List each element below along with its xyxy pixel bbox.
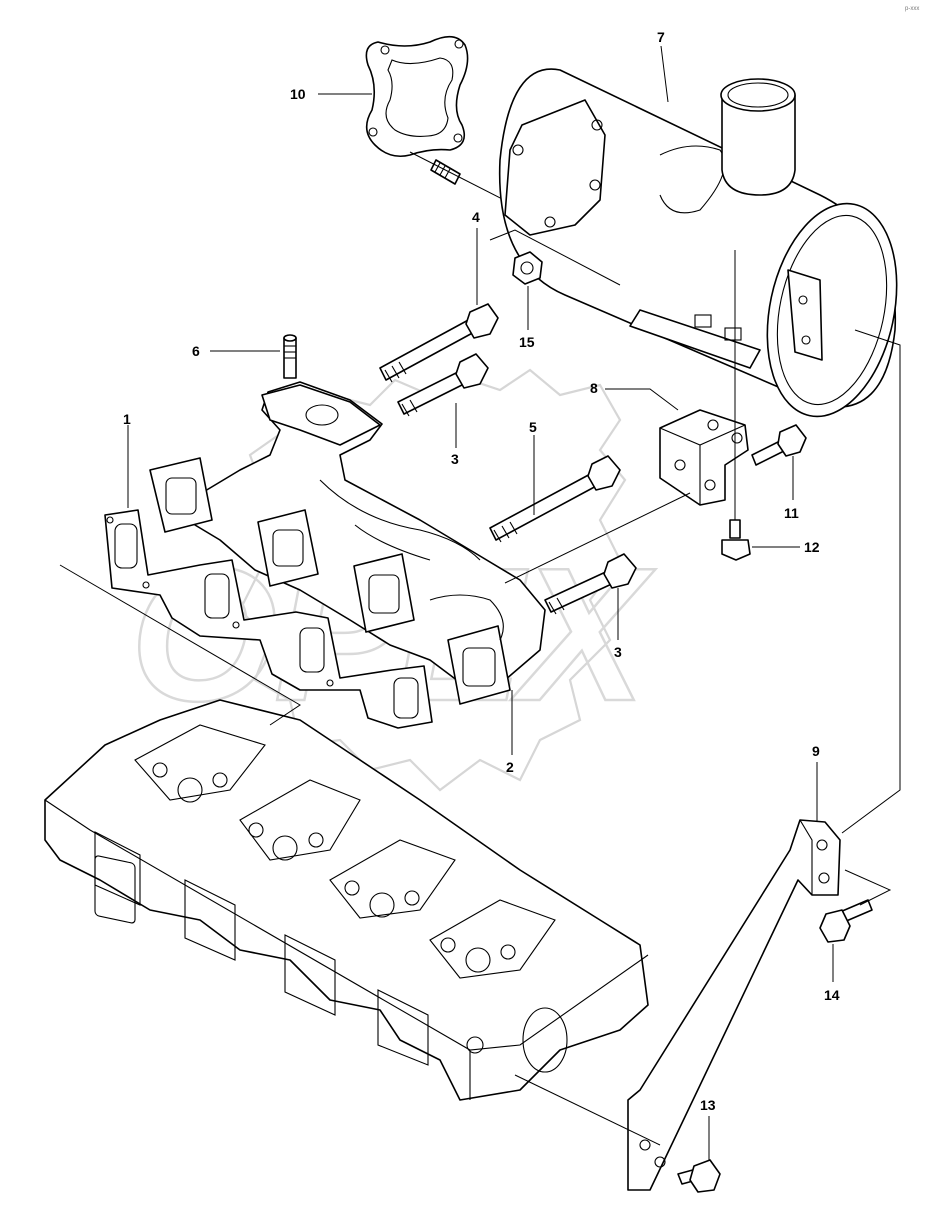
part-9-stay <box>627 819 841 1191</box>
callout-1: 1 <box>123 411 131 427</box>
callout-4: 4 <box>472 209 480 225</box>
callout-2: 2 <box>506 759 514 775</box>
part-15-nut <box>512 251 543 285</box>
callout-14: 14 <box>824 987 840 1003</box>
callout-6: 6 <box>192 343 200 359</box>
part-7-muffler <box>498 68 898 418</box>
callout-9: 9 <box>812 743 820 759</box>
part-3-bolt-upper <box>397 353 489 417</box>
callout-5: 5 <box>529 419 537 435</box>
part-1-gasket <box>104 509 433 729</box>
callout-8: 8 <box>590 380 598 396</box>
callout-13: 13 <box>700 1097 716 1113</box>
part-12-bolt <box>721 519 751 561</box>
callout-12: 12 <box>804 539 820 555</box>
stud-bolt <box>430 159 461 185</box>
part-14-bolt <box>819 899 873 943</box>
part-8-bracket <box>659 409 749 506</box>
leader-lines <box>127 45 834 1160</box>
callout-labels: 1 2 3 3 4 5 6 7 8 9 10 11 12 13 14 15 <box>123 29 840 1113</box>
callout-10: 10 <box>290 86 306 102</box>
part-6-stud <box>283 334 297 379</box>
callout-3-lower: 3 <box>614 644 622 660</box>
part-11-bolt <box>751 424 807 466</box>
callout-3-upper: 3 <box>451 451 459 467</box>
callout-15: 15 <box>519 334 535 350</box>
alignment-lines <box>59 229 901 1146</box>
corner-mark: p-xxx <box>905 6 919 12</box>
part-5-bolt <box>489 455 621 543</box>
part-2-manifold <box>149 381 546 705</box>
part-3-bolt-lower <box>544 553 637 615</box>
callout-11: 11 <box>784 505 799 521</box>
part-10-gasket <box>365 35 469 158</box>
callout-7: 7 <box>657 29 665 45</box>
cylinder-head <box>44 699 649 1101</box>
part-4-bolt <box>379 303 499 383</box>
part-13-bolt <box>677 1159 721 1193</box>
